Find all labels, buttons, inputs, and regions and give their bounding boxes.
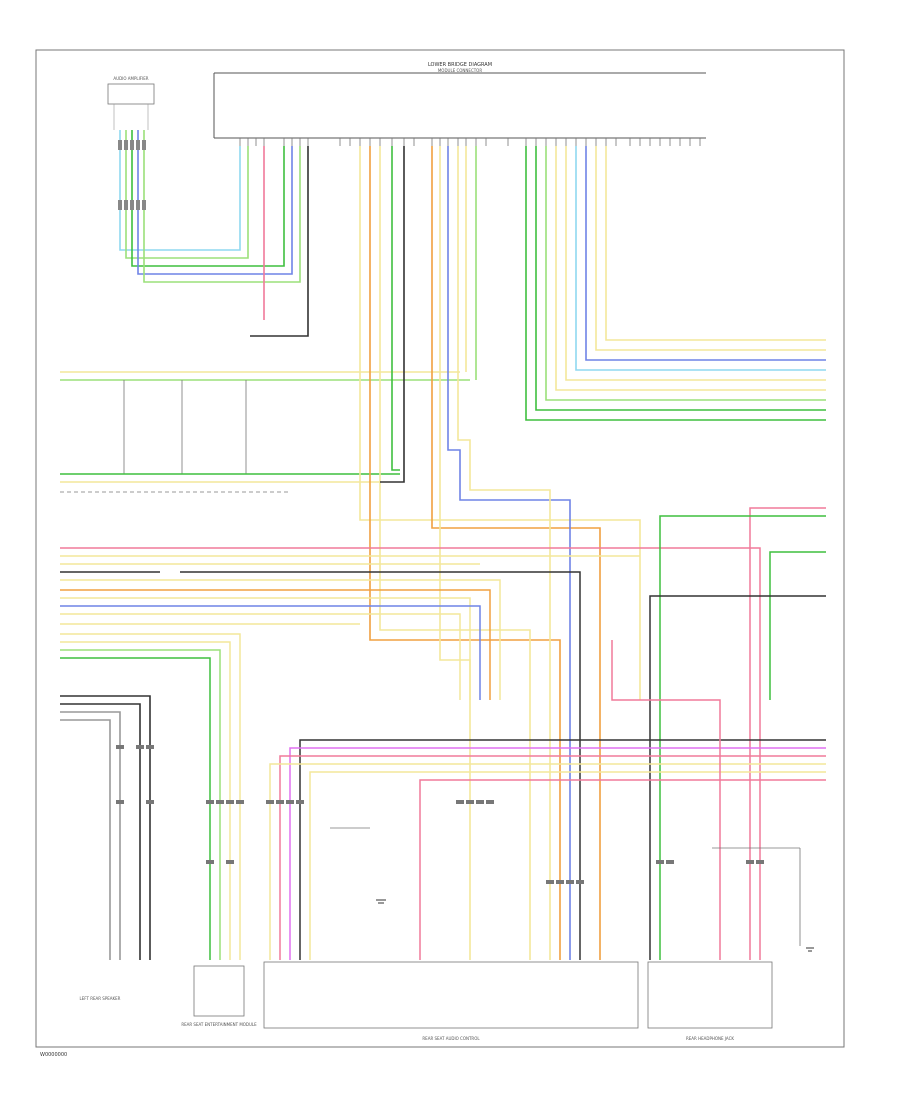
bottom-components: REAR SEAT ENTERTAINMENT MODULE REAR SEAT…	[80, 827, 814, 1041]
corner-code: W0000000	[40, 1052, 67, 1058]
middle-bus-rows	[60, 473, 400, 493]
audio-amplifier: AUDIO AMPLIFIER	[107, 76, 155, 130]
amplifier-pins	[118, 140, 146, 210]
module-center-wires	[359, 146, 641, 960]
diagram-frame	[35, 49, 845, 1048]
left-rear-speaker-label: LEFT REAR SPEAKER	[80, 996, 121, 1001]
right-upper-bundle	[649, 507, 826, 960]
rear-headphone-jack-label: REAR HEADPHONE JACK	[686, 1036, 734, 1041]
upper-center-wires	[250, 146, 309, 337]
right-upper-wires	[525, 146, 826, 421]
rear-seat-audio-control-box	[263, 961, 639, 1029]
module-title: LOWER BRIDGE DIAGRAM	[428, 62, 492, 68]
ground-symbols	[330, 827, 814, 952]
left-speaker-wires	[60, 695, 151, 960]
module-subtitle: MODULE CONNECTOR	[438, 68, 482, 73]
amplifier-wires	[119, 130, 301, 283]
left-main-bus	[60, 547, 761, 960]
rear-seat-audio-control-label: REAR SEAT AUDIO CONTROL	[422, 1036, 480, 1041]
rear-seat-entertainment-box	[193, 965, 245, 1017]
lower-distribution-bus	[269, 640, 826, 960]
inline-connectors	[116, 745, 764, 884]
rear-seat-entertainment-label: REAR SEAT ENTERTAINMENT MODULE	[181, 1022, 257, 1027]
amplifier-label: AUDIO AMPLIFIER	[113, 76, 148, 81]
top-module-connector: LOWER BRIDGE DIAGRAM MODULE CONNECTOR	[213, 62, 706, 146]
upper-bus-rows	[60, 371, 470, 474]
rear-headphone-jack-box	[647, 961, 773, 1029]
